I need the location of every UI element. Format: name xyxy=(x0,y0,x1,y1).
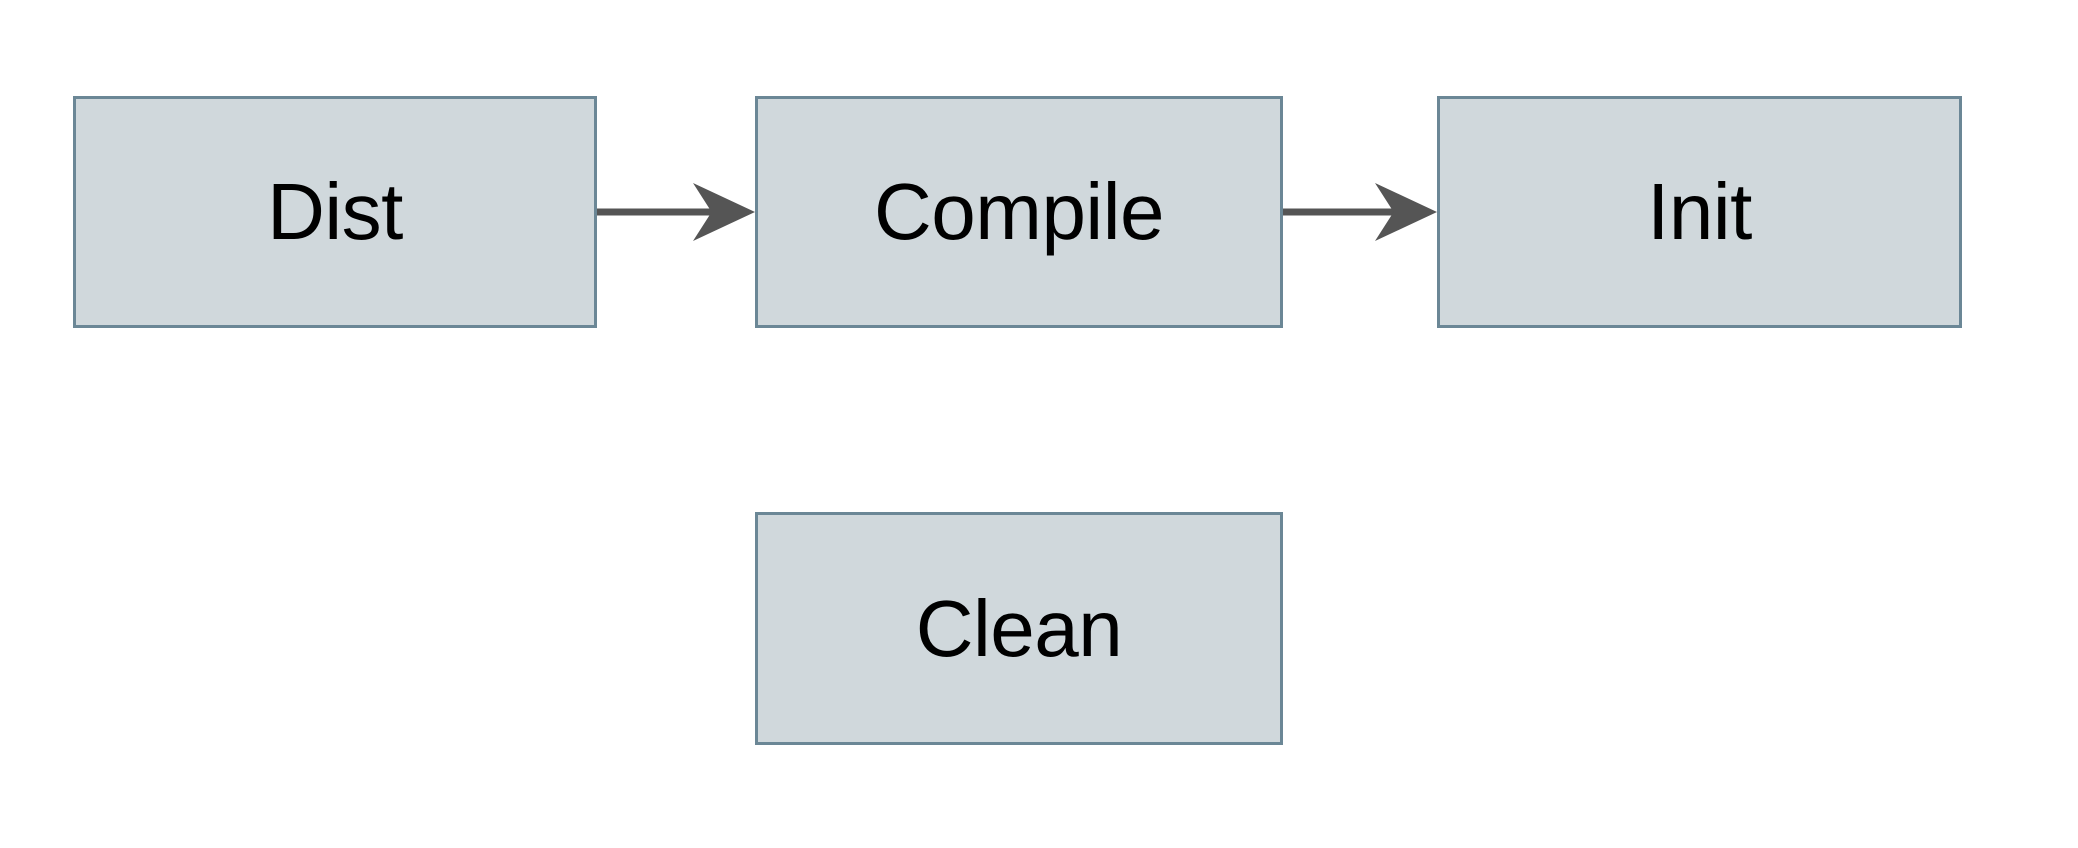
edge-arrowhead-icon xyxy=(693,183,755,241)
edge-compile-to-init[interactable] xyxy=(1283,172,1437,252)
node-init-label: Init xyxy=(1647,167,1752,256)
node-dist[interactable]: Dist xyxy=(73,96,597,328)
node-compile[interactable]: Compile xyxy=(755,96,1283,328)
node-clean-label: Clean xyxy=(915,583,1123,673)
edge-arrowhead-icon xyxy=(1375,183,1437,241)
node-compile-label: Compile xyxy=(874,167,1164,256)
edge-dist-to-compile[interactable] xyxy=(597,172,755,252)
node-init[interactable]: Init xyxy=(1437,96,1962,328)
node-clean[interactable]: Clean xyxy=(755,512,1283,745)
node-dist-label: Dist xyxy=(267,167,403,256)
